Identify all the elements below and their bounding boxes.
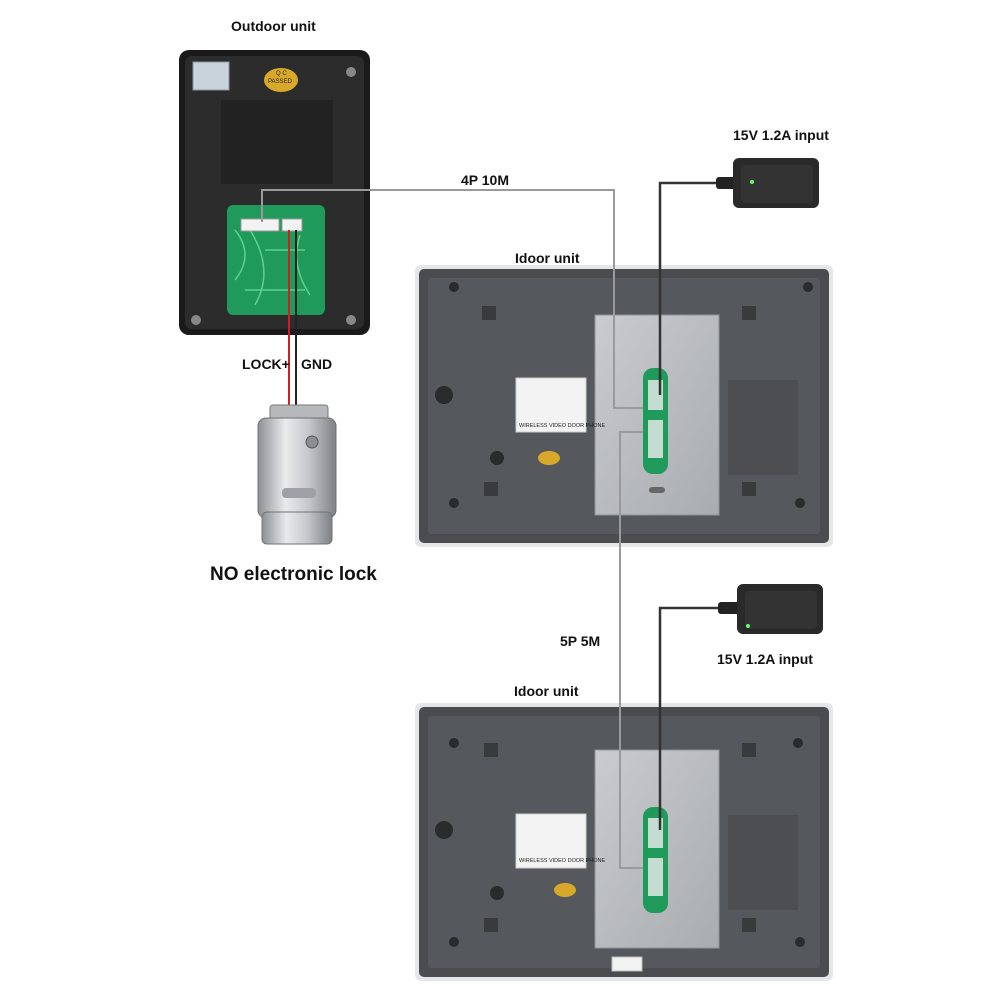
- cable-4p-label: 4P 10M: [461, 172, 509, 188]
- indoor-unit-2: [415, 703, 833, 981]
- power-adapter-1: [658, 158, 819, 395]
- outdoor-unit-label: Outdoor unit: [231, 18, 316, 34]
- qc-passed-sticker: [264, 68, 298, 92]
- indoor-unit-2-label: Idoor unit: [514, 683, 579, 699]
- lock-plus-label: LOCK+: [242, 356, 290, 372]
- cable-5p-label: 5P 5M: [560, 633, 601, 649]
- qc-line2: PASSED: [268, 79, 292, 85]
- power-label-2: 15V 1.2A input: [717, 651, 813, 667]
- indoor-unit-1: [415, 265, 833, 547]
- product-label: [515, 377, 587, 433]
- power-label-1: 15V 1.2A input: [733, 127, 829, 143]
- cable-4p-10m: [261, 189, 643, 409]
- product-label: [515, 813, 587, 869]
- outdoor-unit: [179, 50, 370, 335]
- connector-4p: [240, 218, 280, 232]
- power-adapter-2: [658, 584, 823, 830]
- indoor-unit-1-label: Idoor unit: [515, 250, 580, 266]
- gnd-label: GND: [301, 356, 333, 372]
- lock-caption: NO electronic lock: [210, 564, 377, 585]
- product-name-1: WIRELESS VIDEO DOOR PHONE: [519, 423, 606, 429]
- cable-5p-5m: [619, 431, 643, 869]
- qc-line1: Q C: [276, 71, 287, 77]
- connector-2p: [281, 218, 303, 232]
- electronic-lock: [257, 404, 337, 545]
- product-name-2: WIRELESS VIDEO DOOR PHONE: [519, 858, 606, 864]
